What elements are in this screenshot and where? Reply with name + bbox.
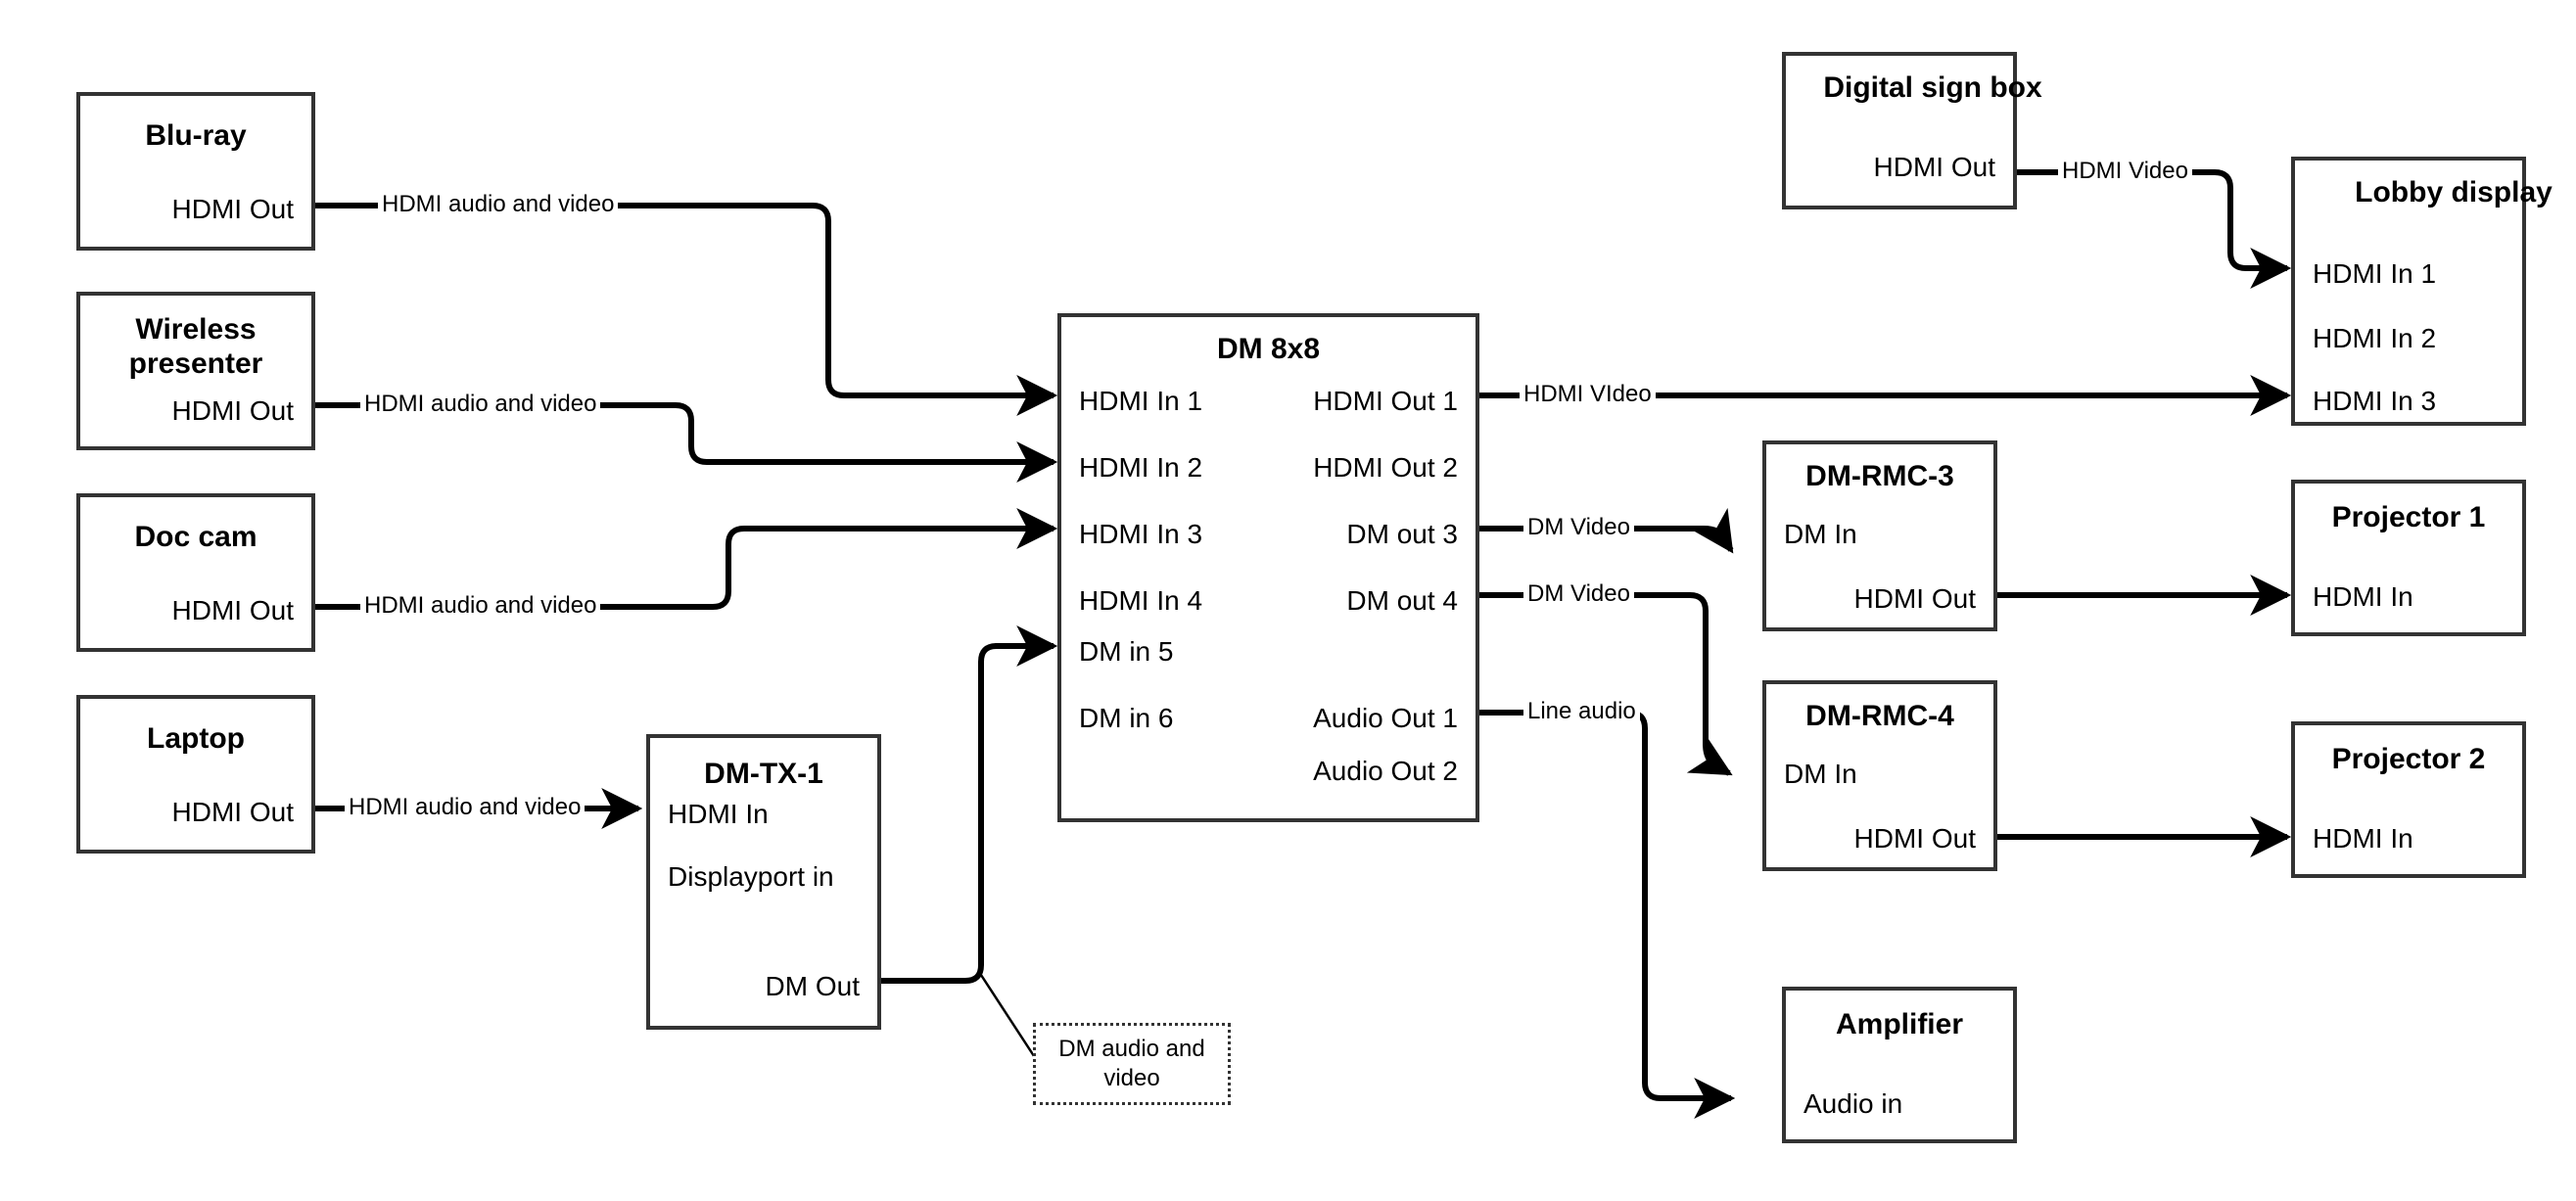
node-dm-8x8-input-dm-in-5: DM in 5	[1079, 636, 1174, 667]
node-wireless-presenter[interactable]: Wireless presenter HDMI Out	[76, 292, 315, 450]
node-projector-1-port-hdmi-in: HDMI In	[2313, 581, 2413, 612]
edge-label-dm-out4-to-rmc4: DM Video	[1523, 580, 1634, 608]
node-dm-8x8-output-dm-out-3: DM out 3	[1346, 519, 1458, 549]
node-wireless-presenter-port-hdmi-out: HDMI Out	[171, 395, 294, 426]
node-dm-rmc-3-port-dm-in: DM In	[1784, 519, 1857, 549]
node-dm-rmc-4-port-hdmi-out: HDMI Out	[1853, 823, 1976, 854]
node-dm-tx-1-port-hdmi-in: HDMI In	[668, 799, 769, 829]
wire-dm-out4-to-rmc4	[1479, 592, 1733, 776]
node-lobby-display-port-hdmi-in-2: HDMI In 2	[2313, 323, 2437, 353]
node-projector-1-title: Projector 1	[2331, 501, 2486, 533]
note-leader-line	[977, 971, 1040, 1063]
edge-label-sign-to-lobby: HDMI Video	[2058, 158, 2192, 185]
edge-label-doccam-to-dm: HDMI audio and video	[360, 592, 601, 620]
edge-label-wireless-to-dm: HDMI audio and video	[360, 391, 601, 418]
node-dm-8x8-output-hdmi-out-1: HDMI Out 1	[1313, 386, 1458, 416]
node-dm-rmc-4[interactable]: DM-RMC-4 DM In HDMI Out	[1762, 680, 1997, 871]
edge-label-dm-audio1-to-amp: Line audio	[1523, 698, 1640, 725]
node-amplifier[interactable]: Amplifier Audio in	[1782, 987, 2017, 1143]
node-dm-8x8-output-dm-out-4: DM out 4	[1346, 585, 1458, 616]
node-lobby-display-port-hdmi-in-3: HDMI In 3	[2313, 386, 2437, 416]
node-dm-rmc-3-title: DM-RMC-3	[1805, 460, 1954, 492]
node-projector-2-title: Projector 2	[2331, 743, 2486, 775]
node-projector-2[interactable]: Projector 2 HDMI In	[2291, 721, 2526, 878]
edge-label-dm-out1-to-lobby: HDMI VIdeo	[1520, 381, 1656, 408]
node-dm-8x8-input-hdmi-in-2: HDMI In 2	[1079, 452, 1203, 483]
node-dm-8x8-title: DM 8x8	[1216, 333, 1321, 365]
node-dm-8x8-input-dm-in-6: DM in 6	[1079, 703, 1174, 733]
node-dm-8x8-output-audio-out-1: Audio Out 1	[1313, 703, 1458, 733]
wire-sign-to-lobby-in1	[2017, 169, 2292, 289]
node-projector-1[interactable]: Projector 1 HDMI In	[2291, 480, 2526, 636]
node-dm-8x8-output-audio-out-2: Audio Out 2	[1313, 756, 1458, 786]
node-dm-tx-1-port-displayport-in: Displayport in	[668, 861, 834, 892]
node-dm-8x8-input-hdmi-in-1: HDMI In 1	[1079, 386, 1203, 416]
node-dm-8x8-input-hdmi-in-4: HDMI In 4	[1079, 585, 1203, 616]
node-projector-2-port-hdmi-in: HDMI In	[2313, 823, 2413, 854]
wire-bluray-to-dm-in1	[315, 203, 1058, 416]
edge-label-laptop-to-dmtx1: HDMI audio and video	[345, 794, 585, 821]
node-dm-tx-1[interactable]: DM-TX-1 HDMI In Displayport in DM Out	[646, 734, 881, 1030]
node-bluray[interactable]: Blu-ray HDMI Out	[76, 92, 315, 251]
node-digital-sign-box-title: Digital sign box	[1823, 71, 2042, 104]
node-amplifier-port-audio-in: Audio in	[1803, 1088, 1903, 1119]
node-lobby-display[interactable]: Lobby display HDMI In 1 HDMI In 2 HDMI I…	[2291, 157, 2553, 426]
node-digital-sign-box[interactable]: Digital sign box HDMI Out	[1782, 52, 2042, 209]
node-laptop[interactable]: Laptop HDMI Out	[76, 695, 315, 854]
node-lobby-display-port-hdmi-in-1: HDMI In 1	[2313, 258, 2437, 289]
wire-dmtx1-to-dm-in5	[881, 625, 1058, 984]
node-dm-rmc-3[interactable]: DM-RMC-3 DM In HDMI Out	[1762, 440, 1997, 631]
node-lobby-display-title: Lobby display	[2355, 176, 2553, 208]
node-dm-8x8-input-hdmi-in-3: HDMI In 3	[1079, 519, 1203, 549]
node-dm-8x8-output-hdmi-out-2: HDMI Out 2	[1313, 452, 1458, 483]
node-bluray-port-hdmi-out: HDMI Out	[171, 194, 294, 224]
node-dm-tx-1-port-dm-out: DM Out	[765, 971, 860, 1001]
node-doc-cam[interactable]: Doc cam HDMI Out	[76, 493, 315, 652]
node-dm-rmc-4-title: DM-RMC-4	[1805, 700, 1954, 732]
node-dm-rmc-4-port-dm-in: DM In	[1784, 759, 1857, 789]
wire-dm-audio1-to-amplifier	[1479, 710, 1736, 1119]
node-dm-rmc-3-port-hdmi-out: HDMI Out	[1853, 583, 1976, 614]
node-laptop-title: Laptop	[147, 722, 245, 755]
node-digital-sign-box-port-hdmi-out: HDMI Out	[1873, 152, 1995, 182]
node-dm-8x8[interactable]: DM 8x8 HDMI In 1 HDMI In 2 HDMI In 3 HDM…	[1057, 313, 1479, 822]
node-dm-tx-1-title: DM-TX-1	[704, 758, 823, 790]
node-doc-cam-port-hdmi-out: HDMI Out	[171, 595, 294, 625]
edge-label-dm-out3-to-rmc3: DM Video	[1523, 514, 1634, 541]
node-laptop-port-hdmi-out: HDMI Out	[171, 797, 294, 827]
note-dm-audio-and-video: DM audio and video	[1033, 1023, 1231, 1105]
edge-label-bluray-to-dm: HDMI audio and video	[378, 191, 619, 218]
node-amplifier-title: Amplifier	[1835, 1008, 1964, 1040]
node-wireless-presenter-title: Wireless presenter	[128, 313, 263, 380]
node-bluray-title: Blu-ray	[145, 119, 247, 152]
node-doc-cam-title: Doc cam	[134, 521, 258, 553]
